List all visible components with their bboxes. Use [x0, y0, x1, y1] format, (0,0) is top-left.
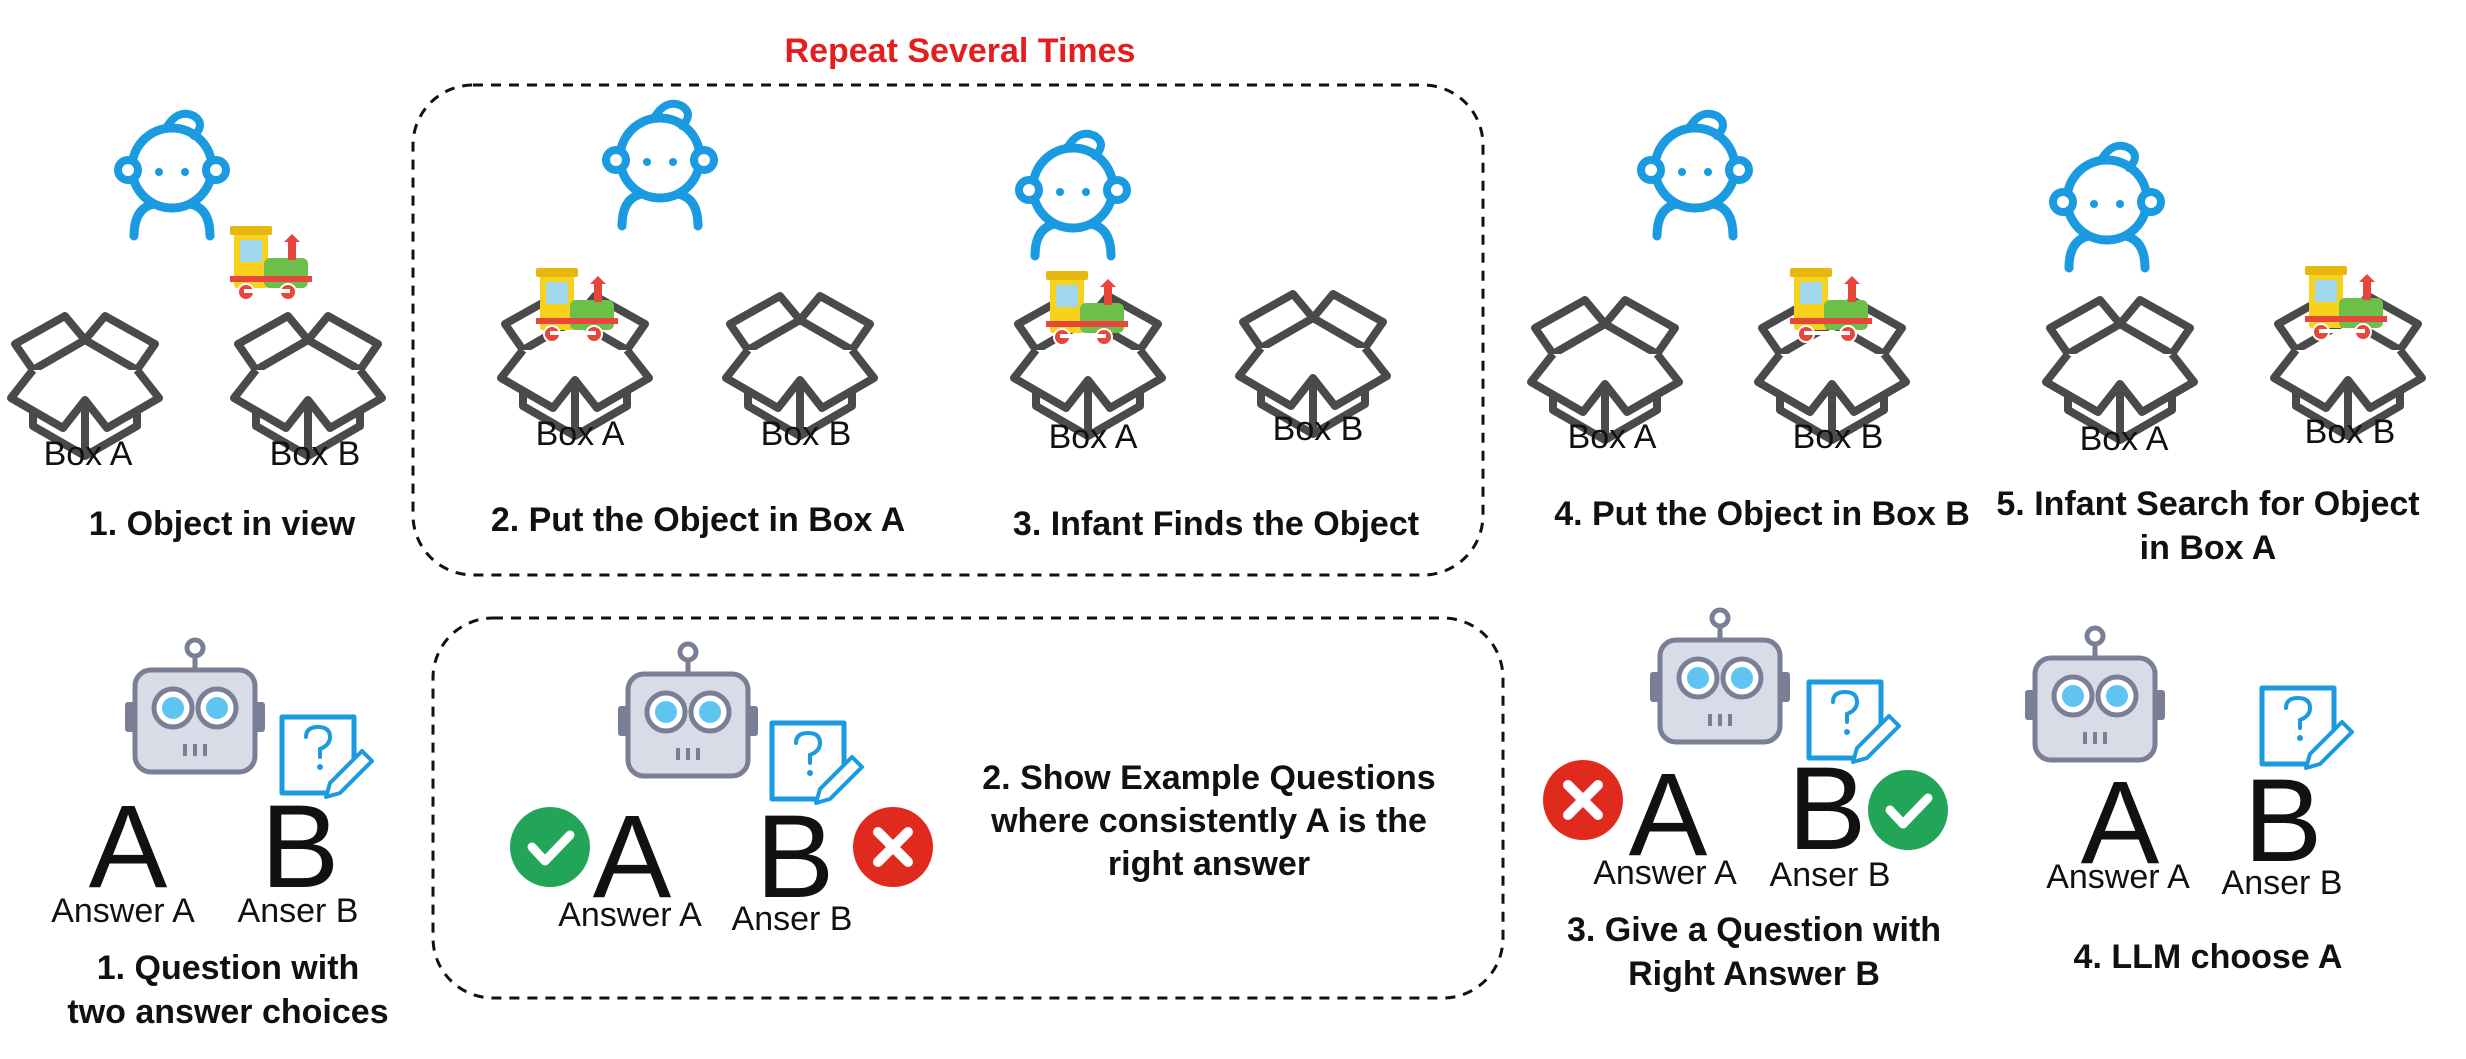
- robot-icon: [2025, 628, 2165, 760]
- answer-b-label: Anser B: [2221, 864, 2343, 902]
- step-3-caption: 3. Infant Finds the Object: [1012, 505, 1420, 543]
- answer-a-label: Answer A: [558, 896, 702, 934]
- box-b-label: Box B: [760, 415, 852, 453]
- answer-letter-a: A: [592, 791, 672, 923]
- step-5-caption-line1: 5. Infant Search for Object: [1996, 485, 2420, 523]
- bottom-step-2-caption-line2: where consistently A is the: [991, 802, 1427, 840]
- answer-b-label: Anser B: [731, 900, 853, 938]
- box-a-label: Box A: [1567, 418, 1657, 456]
- step-1-caption: 1. Object in view: [88, 505, 356, 543]
- box-b-label: Box B: [269, 435, 361, 473]
- box-b-label: Box B: [1272, 410, 1364, 448]
- bottom-step-2-caption-line3: right answer: [1107, 845, 1311, 883]
- box-b-label: Box B: [1792, 418, 1884, 456]
- bottom-step-1-caption-line2: two answer choices: [67, 993, 389, 1031]
- answer-letter-a: A: [1628, 749, 1708, 881]
- box-icon: [2046, 300, 2194, 440]
- answer-letter-a: A: [88, 781, 168, 913]
- answer-letter-a: A: [2080, 757, 2160, 889]
- repeat-label: Repeat Several Times: [784, 32, 1136, 70]
- infant-icon: [118, 114, 226, 236]
- answer-letter-b: B: [1787, 743, 1867, 875]
- bottom-step-2-caption-line1: 2. Show Example Questions: [982, 759, 1436, 797]
- bottom-step-3-caption-line2: Right Answer B: [1628, 955, 1880, 993]
- bottom-step-1-caption-line1: 1. Question with: [96, 949, 360, 987]
- box-a-label: Box A: [1048, 418, 1138, 456]
- toy-train-icon: [229, 225, 313, 301]
- step-5-caption-line2: in Box A: [2139, 529, 2277, 567]
- check-icon: [510, 807, 590, 887]
- answer-a-label: Answer A: [1593, 854, 1737, 892]
- cross-icon: [1543, 760, 1623, 840]
- examples-group-frame: [431, 616, 1505, 1000]
- answer-a-label: Answer A: [2046, 858, 2190, 896]
- step-2-caption: 2. Put the Object in Box A: [490, 501, 906, 539]
- answer-b-label: Anser B: [1769, 856, 1891, 894]
- robot-icon: [125, 640, 265, 772]
- infant-icon: [1019, 134, 1127, 256]
- robot-icon: [1650, 610, 1790, 742]
- repeat-group-frame: [411, 83, 1485, 577]
- answer-letter-b: B: [2243, 755, 2323, 887]
- cross-icon: [853, 807, 933, 887]
- step-4-caption: 4. Put the Object in Box B: [1554, 495, 1970, 533]
- box-a-label: Box A: [535, 415, 625, 453]
- robot-icon: [618, 644, 758, 776]
- box-a-label: Box A: [2079, 420, 2169, 458]
- answer-letter-b: B: [260, 781, 340, 913]
- bottom-step-4-caption: 4. LLM choose A: [2073, 938, 2343, 976]
- check-icon: [1868, 770, 1948, 850]
- infant-icon: [606, 104, 714, 226]
- infant-icon: [2053, 146, 2161, 268]
- bottom-step-3-caption-line1: 3. Give a Question with: [1566, 911, 1942, 949]
- infant-icon: [1641, 114, 1749, 236]
- box-a-label: Box A: [43, 435, 133, 473]
- answer-b-label: Anser B: [237, 892, 359, 930]
- answer-letter-b: B: [755, 791, 835, 923]
- box-b-label: Box B: [2304, 413, 2396, 451]
- answer-a-label: Answer A: [51, 892, 195, 930]
